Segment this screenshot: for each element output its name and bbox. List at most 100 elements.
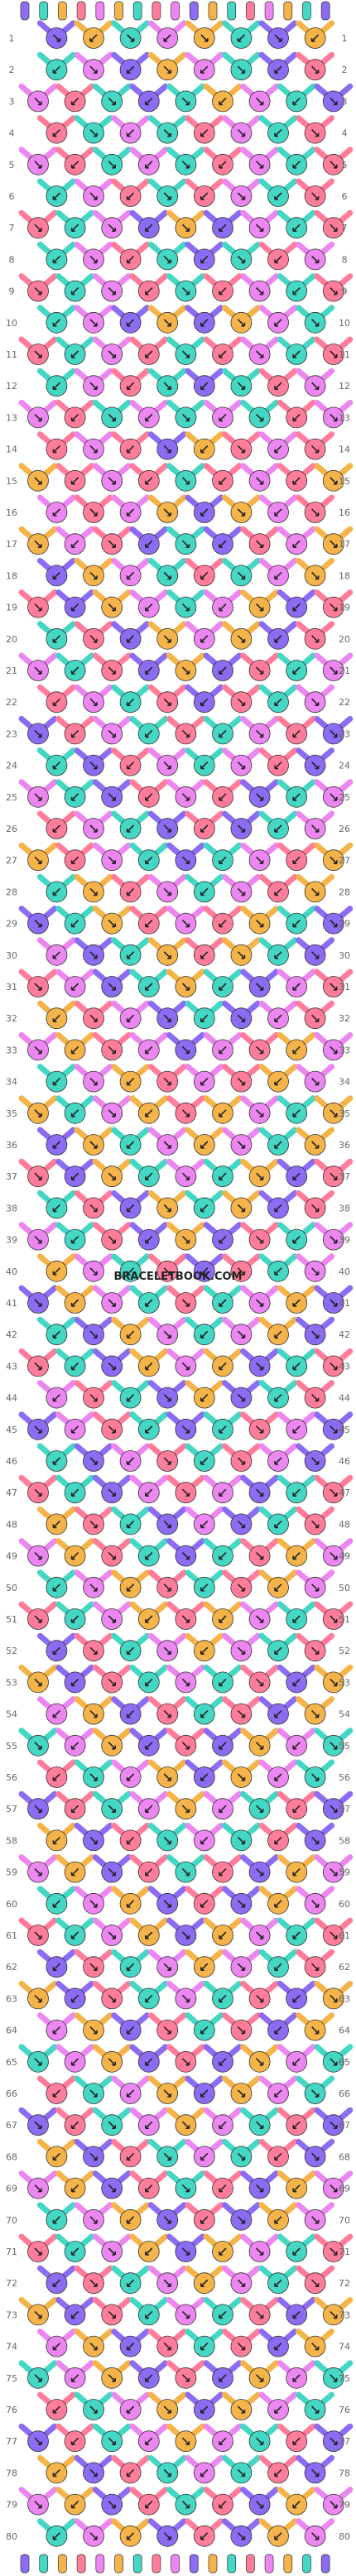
- knot-arrowhead: [94, 1081, 98, 1086]
- knot-arrowhead: [38, 544, 42, 548]
- knot-arrowhead: [126, 1271, 131, 1276]
- knot-arrowhead: [112, 164, 116, 169]
- knot-arrowhead: [241, 1397, 246, 1402]
- knot-arrow: [274, 319, 282, 327]
- knot-arrowhead: [94, 892, 98, 896]
- knot-arrow: [34, 540, 42, 548]
- knot-arrow: [311, 445, 320, 454]
- knot-arrowhead: [204, 38, 209, 42]
- knot-arrow: [237, 1078, 245, 1086]
- row-number-right: 42: [339, 1329, 350, 1340]
- row-number-left: 35: [6, 1108, 17, 1119]
- row-number-right: 57: [339, 1804, 350, 1814]
- knot-arrowhead: [185, 733, 190, 738]
- knot-arrow: [108, 1172, 116, 1180]
- knot-arrowhead: [145, 1303, 149, 1307]
- knot-arrow: [237, 698, 245, 706]
- row-number-right: 59: [339, 1867, 350, 1878]
- row-number-left: 49: [6, 1551, 17, 1562]
- thread-end-top: [320, 1, 330, 21]
- thread-end-top: [95, 1, 105, 21]
- knot-arrow: [311, 951, 320, 959]
- thread-end-top: [39, 1, 49, 21]
- row-number-right: 39: [339, 1235, 350, 1246]
- knot-arrowhead: [185, 417, 190, 422]
- knot-arrowhead: [145, 607, 149, 612]
- knot-arrowhead: [94, 1145, 98, 1149]
- knot-arrow: [52, 1014, 60, 1022]
- knot-arrowhead: [315, 1461, 320, 1465]
- knot-arrowhead: [241, 1461, 246, 1465]
- knot-arrowhead: [259, 1492, 264, 1497]
- knot-arrow: [127, 255, 135, 263]
- knot-arrow: [108, 413, 116, 421]
- knot-arrow: [34, 477, 42, 485]
- knot-arrowhead: [315, 829, 320, 833]
- knot-arrowhead: [112, 544, 116, 548]
- knot-arrow: [163, 1394, 171, 1402]
- knot-arrow: [237, 65, 245, 74]
- knot-arrowhead: [167, 196, 171, 200]
- knot-arrow: [34, 97, 42, 105]
- knot-arrowhead: [274, 1397, 278, 1402]
- knot-arrowhead: [185, 860, 190, 864]
- knot-arrow: [292, 1299, 301, 1307]
- thread-end-bottom: [320, 2554, 330, 2574]
- row-number-left: 72: [6, 2278, 17, 2289]
- knot-arrowhead: [145, 354, 149, 358]
- knot-arrowhead: [126, 386, 131, 390]
- knot-arrow: [200, 762, 209, 770]
- knot-arrowhead: [292, 733, 297, 738]
- knot-arrow: [89, 1141, 98, 1149]
- knot-arrow: [108, 223, 116, 232]
- row-number-left: 24: [6, 761, 17, 771]
- knot-arrow: [292, 223, 301, 232]
- thread-ends-bottom: [20, 2554, 330, 2574]
- knot-arrowhead: [333, 101, 338, 106]
- knot-arrow: [274, 129, 282, 137]
- row-number-right: 69: [339, 2184, 350, 2194]
- knot-arrow: [163, 508, 171, 517]
- row-number-left: 73: [6, 2309, 17, 2320]
- knot-arrow: [89, 762, 98, 770]
- knot-arrow: [127, 65, 135, 74]
- knot-arrowhead: [241, 70, 246, 74]
- knot-arrow: [163, 382, 171, 390]
- knot-arrow: [311, 1078, 320, 1086]
- knot-arrow: [163, 129, 171, 137]
- knot-arrowhead: [167, 1018, 171, 1022]
- knot-arrow: [256, 1362, 264, 1370]
- knot-arrowhead: [241, 1334, 246, 1338]
- knot-arrowhead: [333, 1176, 338, 1180]
- knot-arrowhead: [52, 892, 57, 896]
- knot-arrow: [292, 983, 301, 991]
- knot-arrowhead: [292, 1303, 297, 1307]
- knot-arrow: [89, 635, 98, 643]
- knot-arrow: [163, 65, 171, 74]
- row-number-left: 59: [6, 1867, 17, 1878]
- knot-arrowhead: [38, 1113, 42, 1117]
- knot-arrowhead: [219, 1429, 223, 1434]
- row-number-left: 16: [6, 507, 17, 518]
- row-number-right: 8: [342, 254, 348, 265]
- knot-arrow: [274, 571, 282, 579]
- knot-arrow: [292, 1045, 301, 1054]
- knot-arrow: [52, 382, 60, 390]
- knot-arrow: [127, 951, 135, 959]
- row-number-left: 15: [6, 476, 17, 487]
- row-number-left: 41: [6, 1298, 17, 1309]
- knot-arrow: [145, 161, 153, 169]
- knot-arrow: [52, 762, 60, 770]
- knot-arrowhead: [315, 512, 320, 517]
- knot-arrow: [256, 983, 264, 991]
- knot-arrow: [292, 161, 301, 169]
- row-number-left: 76: [6, 2405, 17, 2415]
- knot-arrow: [34, 223, 42, 232]
- row-number-left: 33: [6, 1045, 17, 1055]
- knot-arrow: [52, 255, 60, 263]
- row-number-left: 64: [6, 2026, 17, 2036]
- knot-arrow: [311, 887, 320, 896]
- knot-arrow: [145, 223, 153, 232]
- row-number-right: 62: [339, 1962, 350, 1973]
- knot-arrow: [145, 1045, 153, 1054]
